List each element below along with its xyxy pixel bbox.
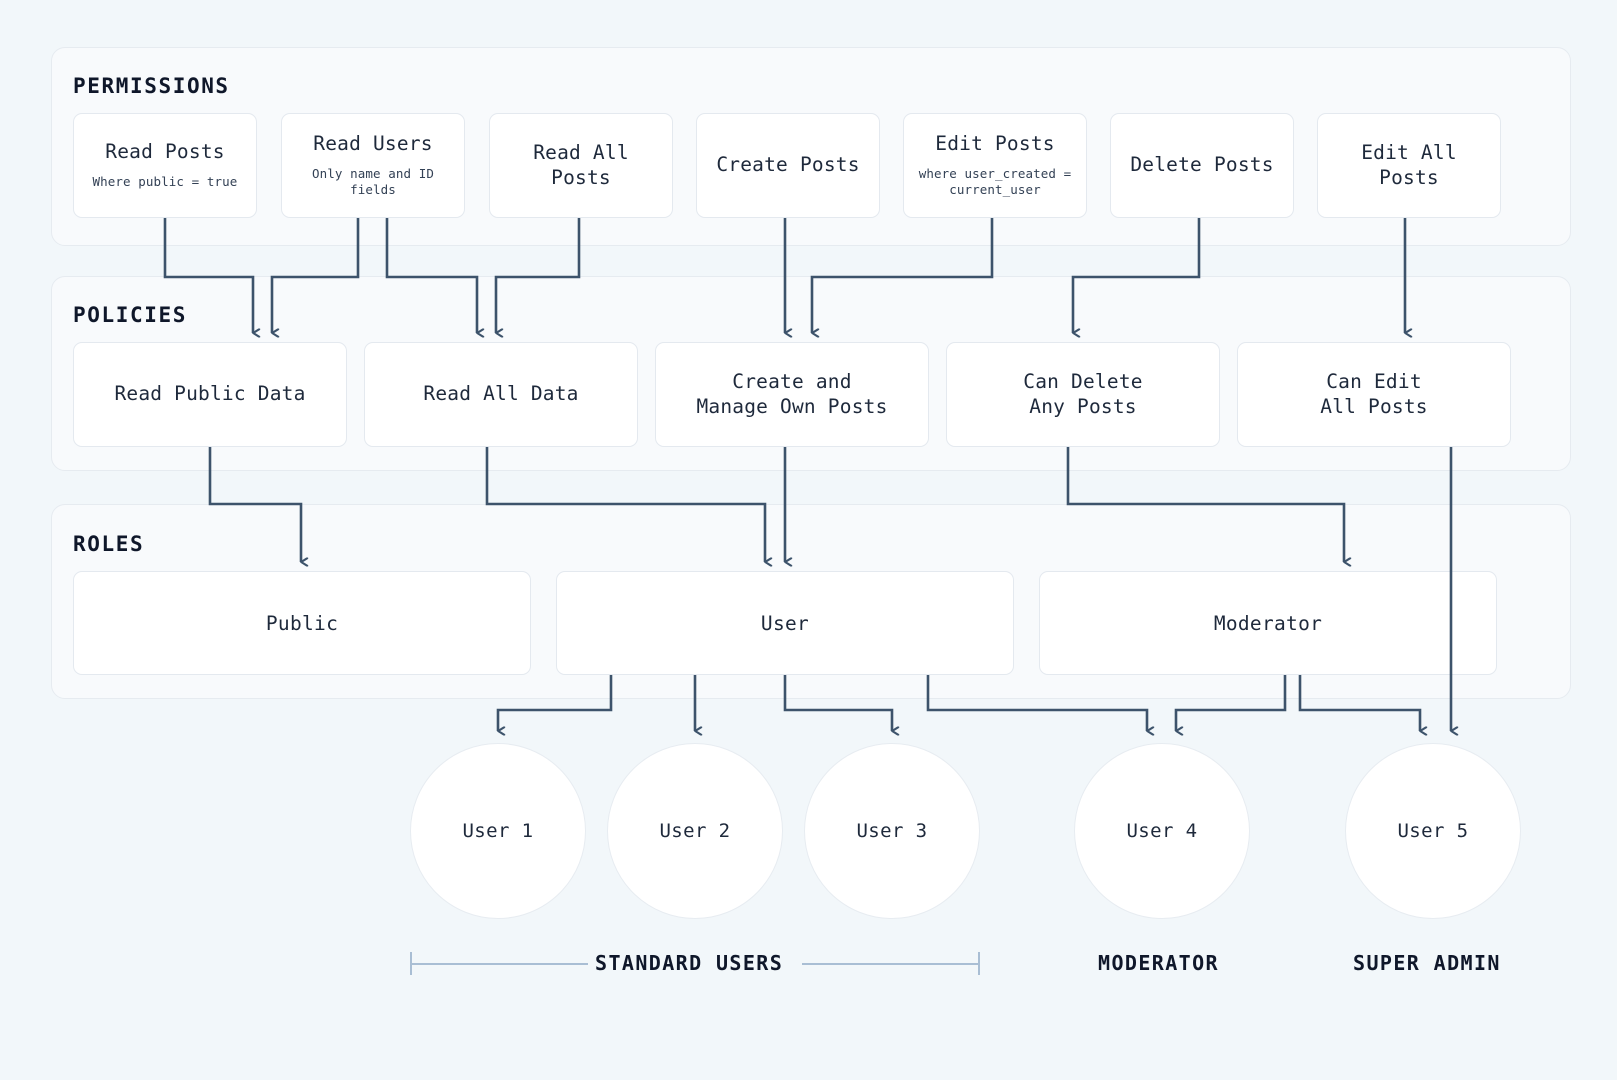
role-title: Public — [265, 611, 339, 635]
user-circle-user-1[interactable]: User 1 — [410, 743, 586, 919]
permission-title: Read Posts — [105, 140, 225, 164]
permission-title: Delete Posts — [1130, 153, 1274, 177]
permission-node-edit-all-posts[interactable]: Edit All Posts — [1317, 113, 1501, 218]
role-box-user[interactable]: User — [556, 571, 1014, 675]
permission-node-read-users[interactable]: Read Users Only name and ID fields — [281, 113, 465, 218]
role-box-moderator[interactable]: Moderator — [1039, 571, 1497, 675]
user-circle-user-2[interactable]: User 2 — [607, 743, 783, 919]
group-label-standard-users: STANDARD USERS — [595, 951, 784, 975]
user-label: User 4 — [1126, 820, 1198, 842]
permission-node-read-posts[interactable]: Read Posts Where public = true — [73, 113, 257, 218]
role-title: Moderator — [1213, 611, 1323, 635]
user-label: User 5 — [1397, 820, 1469, 842]
permission-title: Edit All Posts — [1361, 140, 1457, 189]
user-label: User 2 — [659, 820, 731, 842]
permission-node-create-posts[interactable]: Create Posts — [696, 113, 880, 218]
policy-title: Create and Manage Own Posts — [696, 369, 888, 418]
permission-node-delete-posts[interactable]: Delete Posts — [1110, 113, 1294, 218]
policy-node-read-public-data[interactable]: Read Public Data — [73, 342, 347, 447]
user-label: User 3 — [856, 820, 928, 842]
policy-title: Read Public Data — [114, 382, 306, 406]
permission-title: Read Users — [313, 132, 433, 156]
permission-title: Create Posts — [716, 153, 860, 177]
user-circle-user-3[interactable]: User 3 — [804, 743, 980, 919]
policy-node-create-manage-own-posts[interactable]: Create and Manage Own Posts — [655, 342, 929, 447]
roles-section-title: ROLES — [73, 532, 145, 556]
policy-title: Read All Data — [423, 382, 579, 406]
permission-subtitle: Only name and ID fields — [311, 166, 434, 198]
policy-node-can-delete-any-posts[interactable]: Can Delete Any Posts — [946, 342, 1220, 447]
permission-title: Edit Posts — [935, 132, 1055, 156]
policy-title: Can Delete Any Posts — [1023, 369, 1143, 418]
policy-node-can-edit-all-posts[interactable]: Can Edit All Posts — [1237, 342, 1511, 447]
group-label-moderator: MODERATOR — [1098, 951, 1219, 975]
policy-node-read-all-data[interactable]: Read All Data — [364, 342, 638, 447]
policies-section-title: POLICIES — [73, 303, 187, 327]
policy-title: Can Edit All Posts — [1320, 369, 1428, 418]
group-label-super-admin: SUPER ADMIN — [1353, 951, 1501, 975]
permission-subtitle: where user_created = current_user — [918, 166, 1072, 198]
user-label: User 1 — [462, 820, 534, 842]
permission-node-read-all-posts[interactable]: Read All Posts — [489, 113, 673, 218]
user-circle-user-5[interactable]: User 5 — [1345, 743, 1521, 919]
permission-node-edit-posts[interactable]: Edit Posts where user_created = current_… — [903, 113, 1087, 218]
permission-title: Read All Posts — [533, 140, 629, 189]
permission-subtitle: Where public = true — [92, 174, 238, 190]
role-title: User — [760, 611, 810, 635]
role-box-public[interactable]: Public — [73, 571, 531, 675]
user-circle-user-4[interactable]: User 4 — [1074, 743, 1250, 919]
permissions-section-title: PERMISSIONS — [73, 74, 230, 98]
